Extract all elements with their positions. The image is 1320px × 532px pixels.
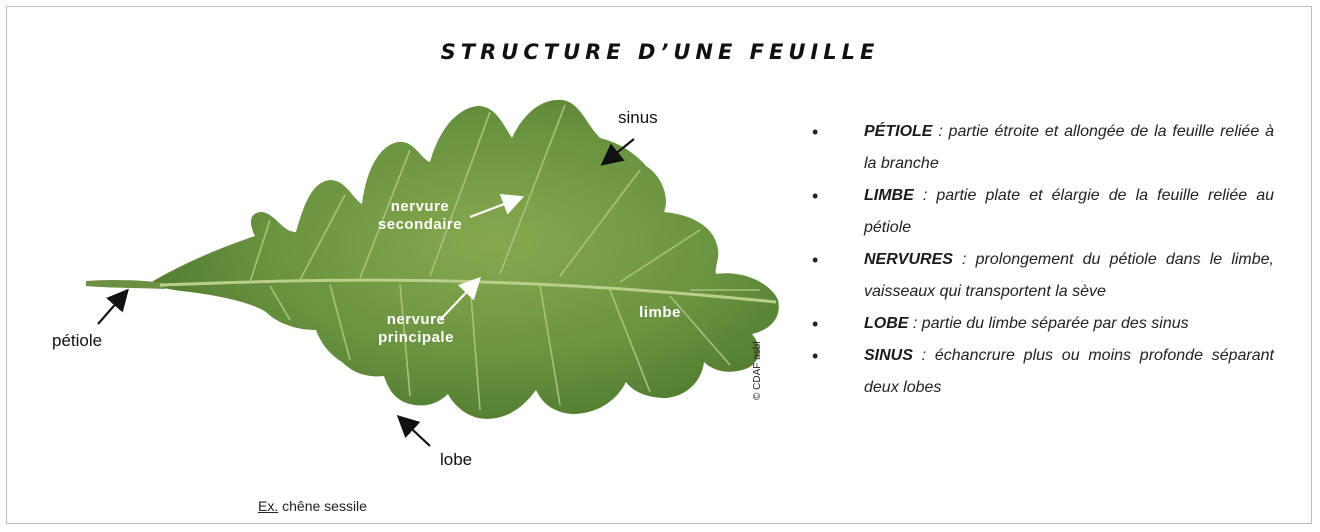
definitions-list: •PÉTIOLE : partie étroite et allongée de… bbox=[812, 116, 1274, 404]
label-nervure-secondaire-line2: secondaire bbox=[370, 216, 470, 234]
label-nervure-secondaire-line1: nervure bbox=[370, 198, 470, 216]
label-sinus: sinus bbox=[618, 108, 658, 128]
definition-text: : échancrure plus ou moins profonde sépa… bbox=[864, 347, 1274, 396]
bullet-icon: • bbox=[812, 180, 818, 212]
label-nervure-principale-line2: principale bbox=[366, 329, 466, 347]
definition-item: • LOBE : partie du limbe séparée par des … bbox=[812, 308, 1274, 340]
definition-term: LOBE bbox=[864, 315, 908, 332]
bullet-icon: • bbox=[812, 340, 818, 372]
label-limbe: limbe bbox=[630, 304, 690, 322]
example-text: chêne sessile bbox=[278, 498, 367, 514]
bullet-icon: • bbox=[812, 308, 818, 340]
definition-term: PÉTIOLE bbox=[864, 123, 932, 140]
definition-item: • LIMBE : partie plate et élargie de la f… bbox=[812, 180, 1274, 244]
copyright-credit: © CDAF asbl bbox=[752, 342, 763, 401]
definition-item: •PÉTIOLE : partie étroite et allongée de… bbox=[812, 116, 1274, 180]
definition-term: NERVURES bbox=[864, 251, 953, 268]
label-nervure-secondaire: nervure secondaire bbox=[370, 198, 470, 234]
bullet-icon: • bbox=[812, 244, 818, 276]
definition-item: •NERVURES : prolongement du pétiole dans… bbox=[812, 244, 1274, 308]
label-petiole: pétiole bbox=[52, 331, 102, 351]
definition-text: : partie plate et élargie de la feuille … bbox=[864, 187, 1274, 236]
definition-item: • SINUS : échancrure plus ou moins profon… bbox=[812, 340, 1274, 404]
leaf-blade bbox=[150, 100, 779, 419]
label-lobe: lobe bbox=[440, 450, 472, 470]
bullet-icon: • bbox=[812, 116, 818, 148]
definition-text: : partie du limbe séparée par des sinus bbox=[908, 315, 1188, 332]
lobe-arrow bbox=[400, 418, 430, 446]
example-prefix: Ex. bbox=[258, 498, 278, 514]
definition-term: LIMBE bbox=[864, 187, 914, 204]
example-caption: Ex. chêne sessile bbox=[258, 498, 367, 514]
label-nervure-principale: nervure principale bbox=[366, 311, 466, 347]
petiole-arrow bbox=[98, 292, 126, 324]
label-nervure-principale-line1: nervure bbox=[366, 311, 466, 329]
definition-term: SINUS bbox=[864, 347, 913, 364]
